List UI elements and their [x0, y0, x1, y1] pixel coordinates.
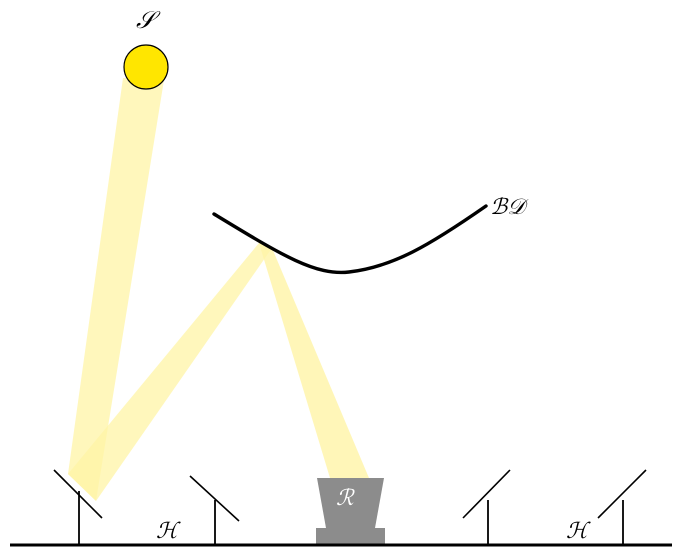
- heliostat-2-mirror: [189, 475, 240, 522]
- receiver-label: ℛ: [336, 486, 355, 511]
- reflected-beam-to-reflector: [68, 243, 272, 501]
- heliostat-1-mirror: [53, 469, 103, 519]
- heliostat-3-mirror: [462, 469, 511, 519]
- sun-circle: [123, 44, 169, 90]
- heliostat-4-mirror: [597, 469, 647, 519]
- incoming-sunlight-beam: [68, 78, 164, 501]
- receiver-base: [316, 528, 385, 544]
- receiver-funnel: [317, 478, 384, 528]
- heliostat-label-right: ℋ: [566, 519, 591, 544]
- heliostat-2: [189, 475, 240, 545]
- beam-down-reflector-curve: [212, 204, 488, 275]
- reflected-beam-to-receiver: [259, 243, 369, 478]
- sun-label: 𝒮: [136, 6, 161, 34]
- heliostat-3: [462, 469, 511, 545]
- beam-down-label: ℬ𝒟: [490, 195, 529, 220]
- heliostat-4: [597, 469, 647, 545]
- heliostat-1: [53, 469, 103, 545]
- heliostat-label-left: ℋ: [156, 519, 181, 544]
